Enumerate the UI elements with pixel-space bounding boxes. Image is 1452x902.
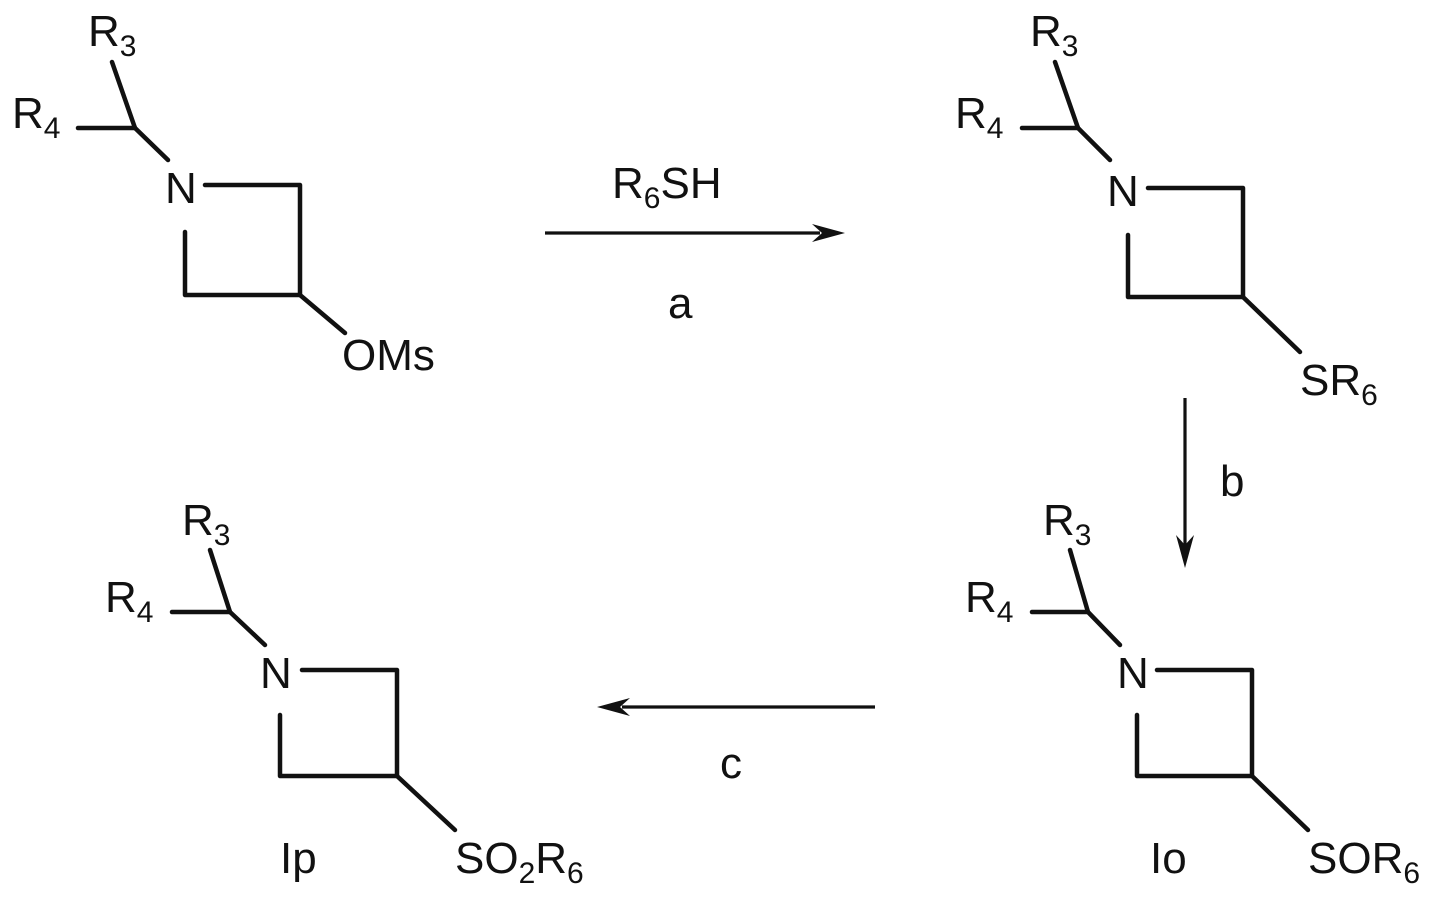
n-ch-bond	[230, 612, 265, 645]
r3-bond	[1070, 550, 1088, 612]
thioether-structure: R3 R4 N SR6	[955, 7, 1378, 412]
sr6-label: SR6	[1300, 356, 1378, 412]
so2r6-label: SO2R6	[455, 834, 584, 890]
nitrogen-label: N	[260, 649, 292, 698]
c3-substituent-bond	[1243, 297, 1300, 352]
step-a-label: a	[668, 279, 693, 328]
sulfoxide-io-structure: R3 R4 N SOR6 Io	[965, 496, 1420, 890]
n-ch-bond	[1088, 612, 1120, 645]
c3-substituent-bond	[1252, 776, 1308, 830]
r4-label: R4	[955, 89, 1003, 145]
r3-label: R3	[88, 7, 136, 63]
r3-label: R3	[1043, 496, 1091, 552]
n-ch-bond	[1078, 128, 1110, 160]
r4-label: R4	[965, 573, 1013, 629]
step-a-arrow: R6SH a	[545, 159, 845, 328]
c3-substituent-bond	[300, 295, 345, 333]
nitrogen-label: N	[165, 164, 197, 213]
sor6-label: SOR6	[1308, 834, 1420, 890]
ring-bond	[280, 670, 397, 776]
r4-label: R4	[105, 573, 153, 629]
nitrogen-label: N	[1117, 649, 1149, 698]
ring-bond	[1137, 670, 1252, 776]
step-c-arrow: c	[597, 698, 875, 788]
compound-ip-label: Ip	[280, 834, 317, 883]
step-a-reagent: R6SH	[612, 159, 722, 215]
ring-bond	[1128, 188, 1243, 297]
ring-bond	[185, 185, 300, 295]
r3-bond	[112, 62, 135, 128]
step-b-label: b	[1220, 457, 1244, 506]
r3-label: R3	[182, 496, 230, 552]
sulfone-ip-structure: R3 R4 N SO2R6 Ip	[105, 496, 584, 890]
starting-material-structure: R3 R4 N OMs	[12, 7, 435, 380]
nitrogen-label: N	[1107, 167, 1139, 216]
r3-label: R3	[1030, 7, 1078, 63]
r4-label: R4	[12, 89, 60, 145]
n-ch-bond	[135, 128, 168, 160]
step-b-arrow: b	[1176, 398, 1244, 568]
c3-substituent-bond	[397, 776, 455, 830]
oms-label: OMs	[342, 331, 435, 380]
compound-io-label: Io	[1150, 834, 1187, 883]
step-c-label: c	[720, 739, 742, 788]
r3-bond	[1055, 62, 1078, 128]
r3-bond	[210, 550, 230, 612]
